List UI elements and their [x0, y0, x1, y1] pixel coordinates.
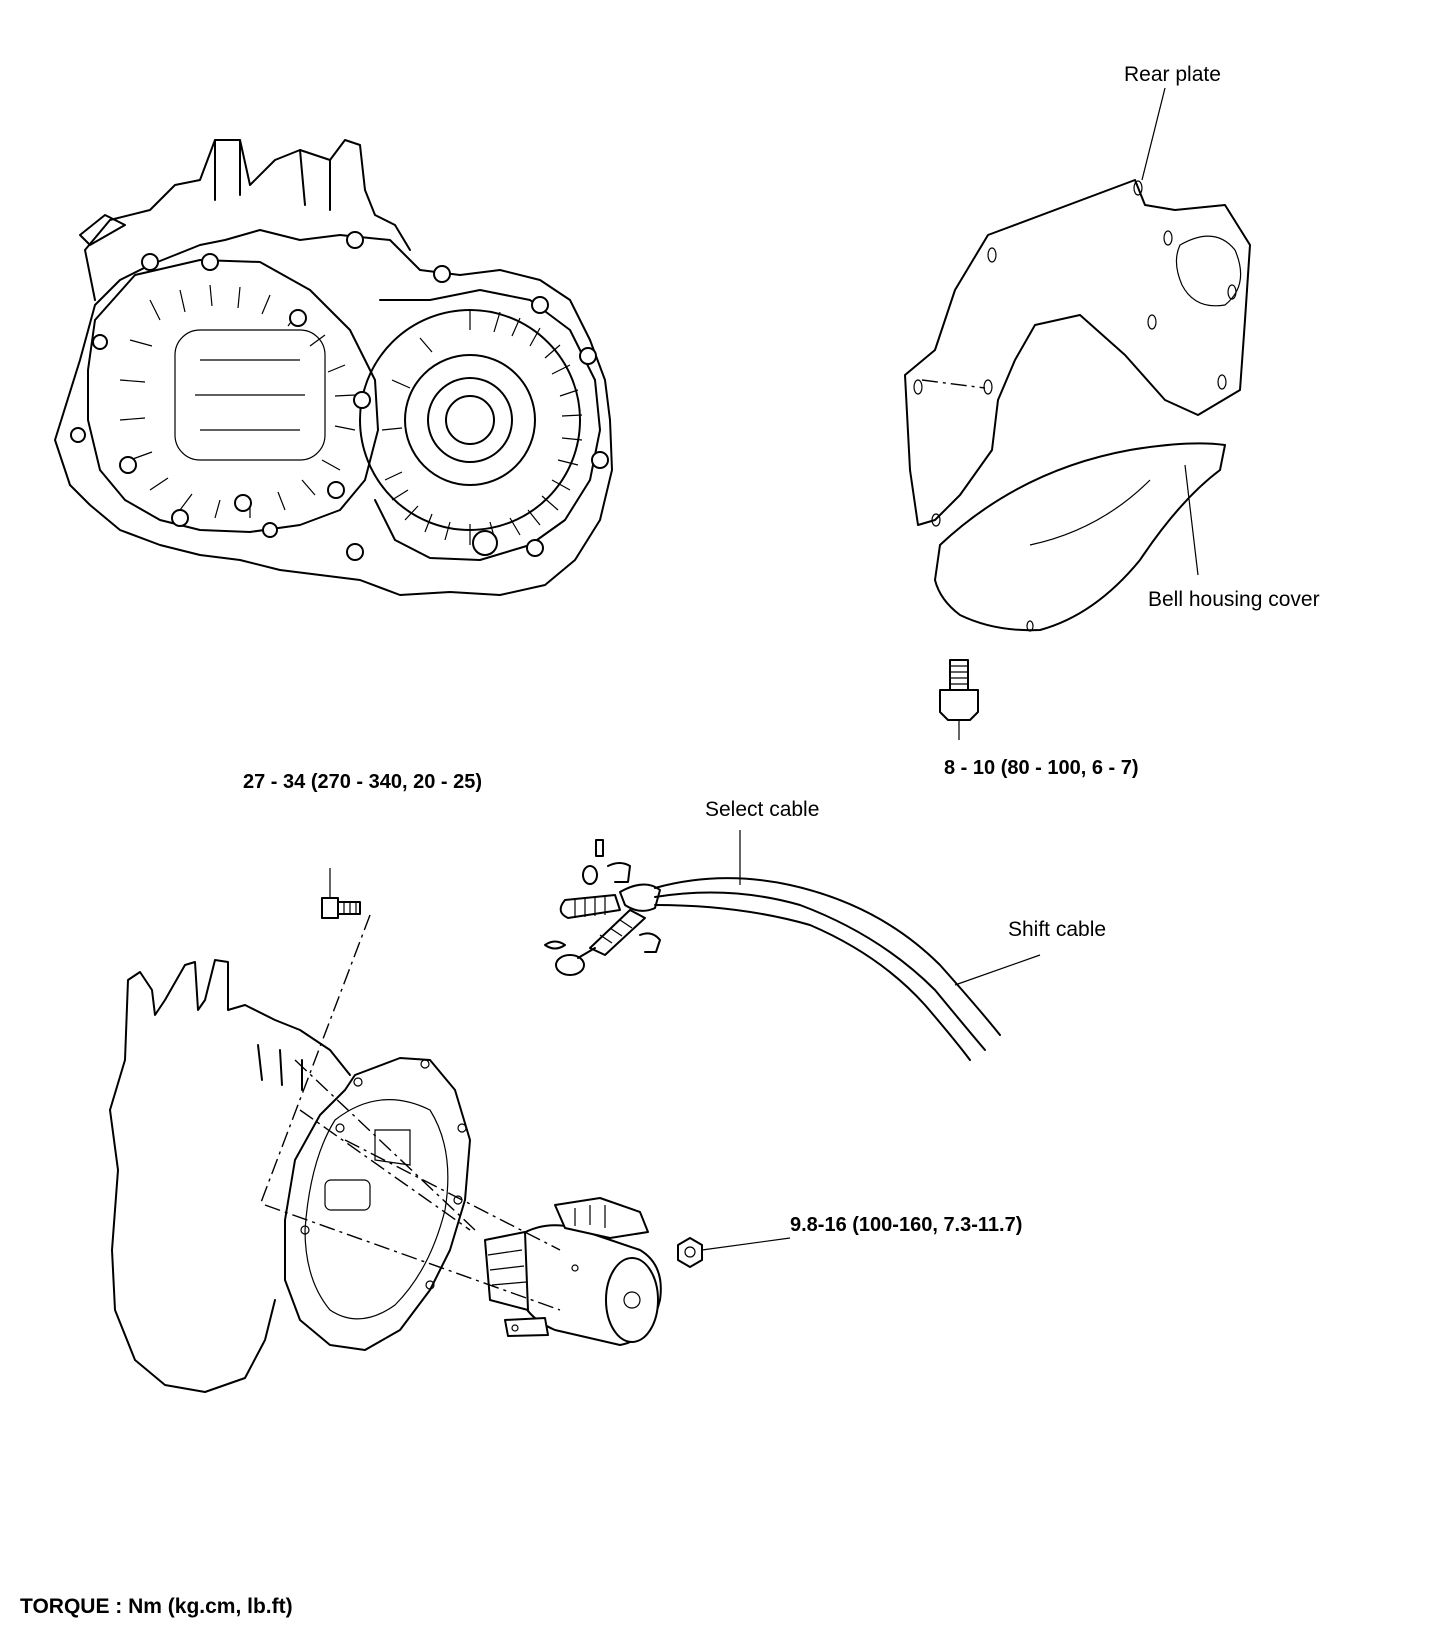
label-shift-cable: Shift cable [1008, 918, 1107, 941]
label-bell-housing-cover: Bell housing cover [1148, 588, 1320, 611]
leader-lines [1141, 87, 1199, 576]
starter-nut-drawing [677, 1237, 791, 1268]
torque-units-legend: TORQUE : Nm (kg.cm, lb.ft) [20, 1595, 293, 1618]
assembly-lines [259, 914, 561, 1311]
transaxle-outline-drawing [109, 959, 471, 1393]
transaxle-assembly-drawing [54, 139, 613, 596]
shift-select-cables-drawing [544, 830, 1041, 1061]
bell-housing-cover-drawing [934, 442, 1226, 632]
starter-motor-drawing [484, 1197, 662, 1346]
label-torque-starter-bolt: 27 - 34 (270 - 340, 20 - 25) [243, 771, 483, 793]
cover-bolt-drawing [939, 659, 979, 740]
label-rear-plate: Rear plate [1124, 63, 1221, 86]
label-select-cable: Select cable [705, 798, 820, 821]
starter-bolt-drawing [321, 868, 361, 919]
rear-plate-drawing [904, 179, 1251, 527]
label-torque-cover-bolt: 8 - 10 (80 - 100, 6 - 7) [944, 757, 1139, 779]
label-torque-starter-nut: 9.8-16 (100-160, 7.3-11.7) [790, 1214, 1023, 1236]
